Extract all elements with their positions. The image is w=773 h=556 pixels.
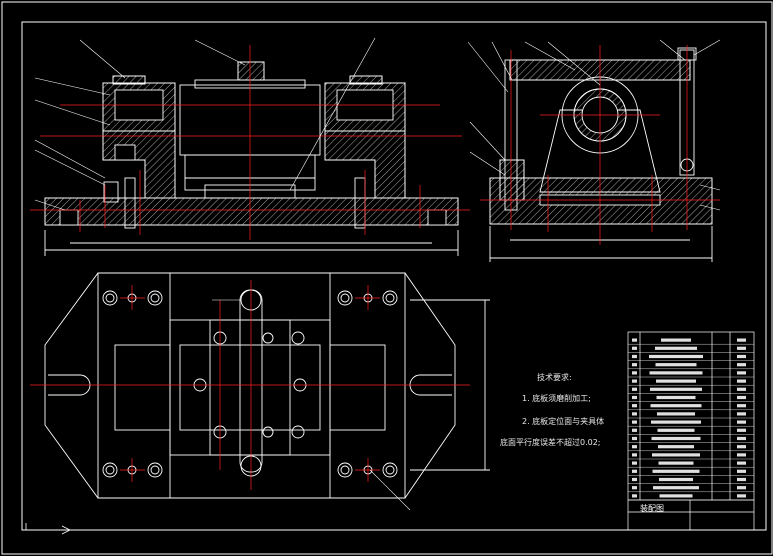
parts-list-row-material: [737, 453, 746, 457]
parts-list-row-material: [737, 338, 746, 342]
parts-list-row-text: [649, 371, 703, 375]
top-view-leaders: [212, 299, 411, 511]
parts-list-row-text: [659, 477, 693, 482]
parts-list-row-text: [652, 469, 700, 473]
parts-list-row-number: [632, 486, 637, 490]
parts-list-row-material: [737, 354, 746, 359]
parts-list-row-number: [632, 354, 637, 359]
notes-heading: 技术要求:: [537, 373, 572, 382]
notes-item-2: 2. 底板定位面与夹具体: [522, 417, 605, 426]
side-view-leaders: [467, 39, 721, 211]
parts-list-row-number: [632, 404, 637, 408]
ucs-icon: [25, 523, 71, 535]
parts-list-row-number: [632, 477, 637, 482]
parts-list-row-text: [651, 420, 701, 424]
parts-list-row-number: [632, 379, 637, 383]
parts-list-row-material: [737, 486, 746, 490]
parts-list-row-text: [656, 395, 696, 400]
parts-list-row-text: [657, 428, 695, 432]
parts-list-row-number: [632, 363, 637, 367]
inner-frame: [21, 21, 767, 531]
parts-list-row-material: [737, 379, 746, 383]
parts-list-row-number: [632, 346, 637, 350]
parts-list-row-material: [737, 494, 746, 498]
parts-list-row-material: [737, 445, 746, 449]
notes-item-3: 底面平行度误差不超过0.02;: [500, 438, 601, 447]
parts-list-row-material: [737, 363, 746, 367]
parts-list-row-material: [737, 436, 746, 441]
top-view-center-lines: [30, 280, 470, 490]
front-view: [44, 61, 459, 256]
parts-list-row-material: [737, 469, 746, 473]
parts-list-row-material: [737, 404, 746, 408]
parts-list-row-text: [655, 363, 697, 367]
parts-list-row-text: [657, 412, 695, 416]
side-view: [489, 47, 713, 262]
title-block-name: 装配图: [640, 504, 664, 513]
parts-list-row-material: [737, 395, 746, 400]
parts-list-row-text: [650, 404, 702, 408]
parts-list-row-number: [632, 428, 637, 432]
parts-list-row-material: [737, 371, 746, 375]
parts-list-row-number: [632, 420, 637, 424]
parts-list-row-text: [656, 379, 696, 383]
notes-item-1: 1. 底板须磨削加工;: [522, 394, 591, 403]
front-view-leaders: [34, 37, 376, 211]
parts-list-row-text: [658, 445, 694, 449]
parts-list-row-material: [737, 387, 746, 391]
parts-list-row-number: [632, 461, 637, 465]
parts-list-row-number: [632, 494, 637, 498]
parts-list-row-text: [659, 494, 693, 498]
parts-list-row-text: [661, 338, 691, 342]
parts-list-row-number: [632, 338, 637, 342]
parts-list-rows: [628, 338, 754, 501]
parts-list-row-number: [632, 371, 637, 375]
parts-list-row-number: [632, 436, 637, 441]
parts-list-row-text: [655, 346, 697, 350]
front-view-center-lines: [30, 45, 470, 240]
parts-list-row-text: [652, 453, 700, 457]
parts-list-row-number: [632, 445, 637, 449]
parts-list-row-number: [632, 412, 637, 416]
top-view: [44, 272, 490, 499]
parts-list-row-material: [737, 412, 746, 416]
parts-list-row-material: [737, 461, 746, 465]
side-view-center-lines: [480, 45, 720, 245]
parts-list-row-material: [737, 420, 746, 424]
parts-list-row-number: [632, 387, 637, 391]
parts-list-row-text: [653, 486, 699, 490]
parts-list-row-number: [632, 469, 637, 473]
parts-list-row-number: [632, 453, 637, 457]
parts-list-row-text: [658, 461, 694, 465]
parts-list-row-material: [737, 346, 746, 350]
parts-list-row-text: [649, 354, 703, 359]
parts-list-row-material: [737, 428, 746, 432]
parts-list-row-text: [651, 436, 701, 441]
parts-list-row-number: [632, 395, 637, 400]
parts-list-row-text: [650, 387, 702, 391]
parts-list-row-material: [737, 477, 746, 482]
